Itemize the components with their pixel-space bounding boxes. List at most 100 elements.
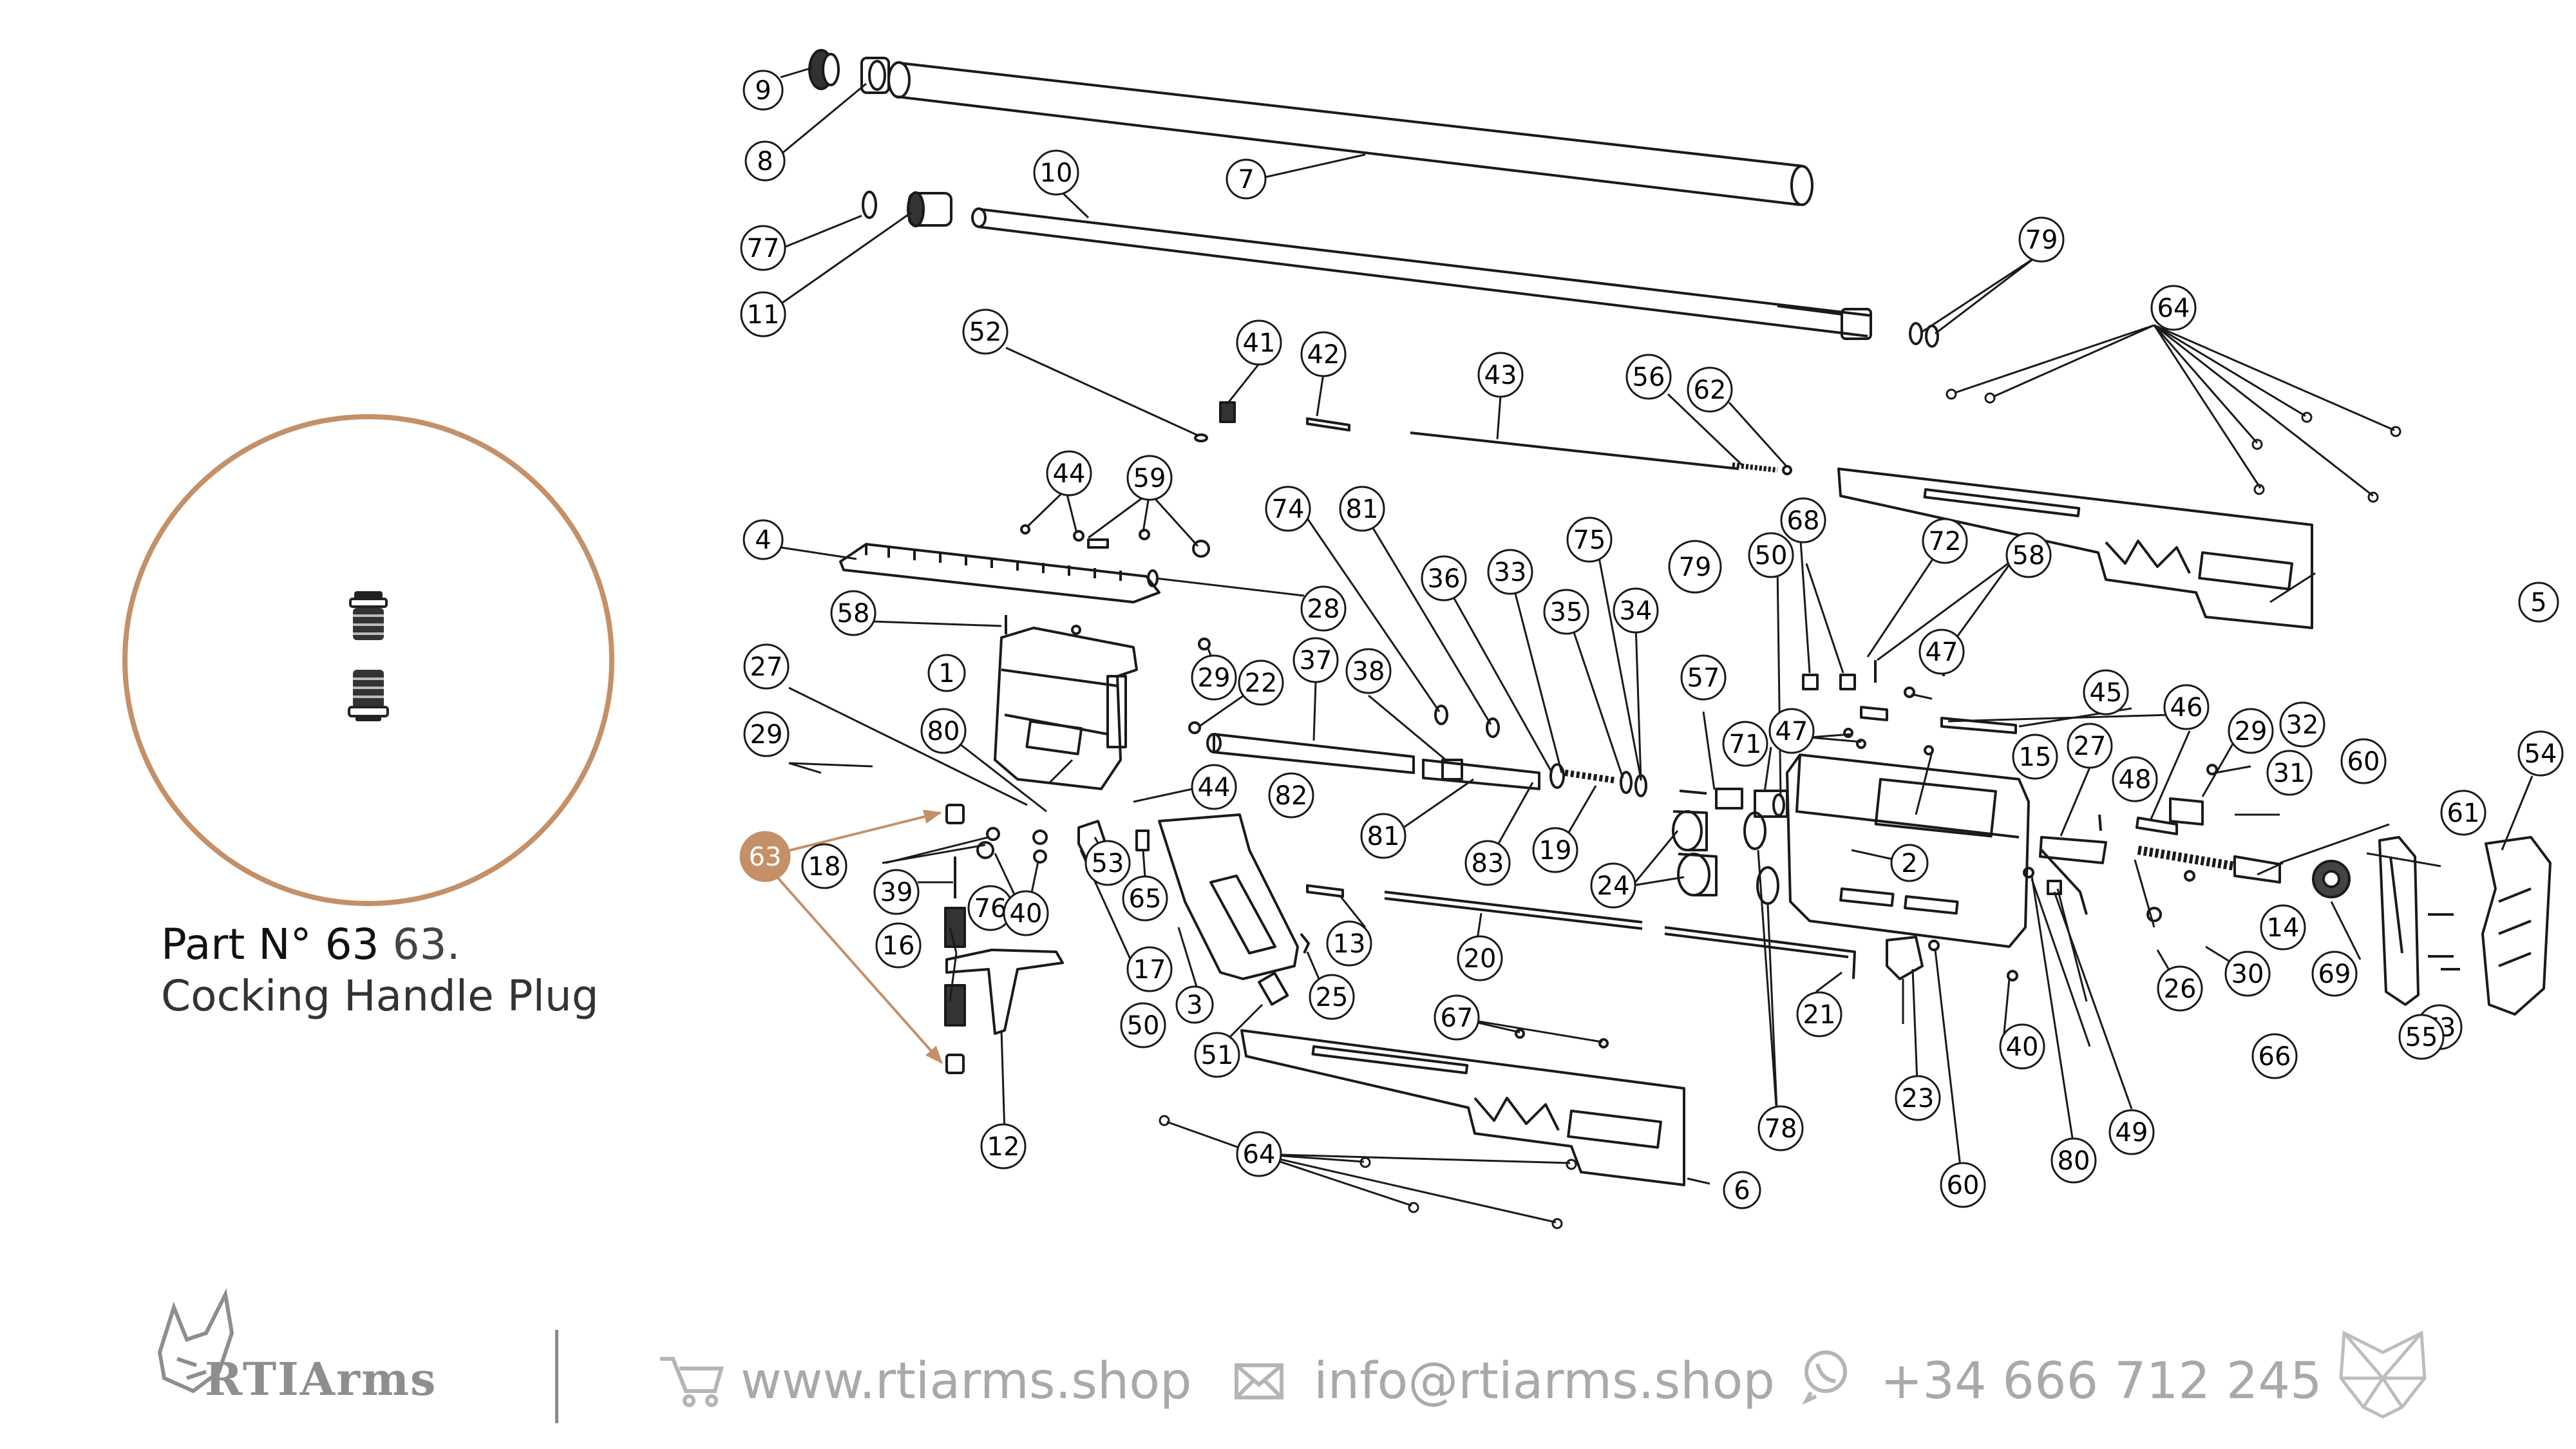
callout-71: 71 <box>1722 721 1768 767</box>
callouts: 9 8 7 10 77 11 52 41 42 43 56 62 79 64 4… <box>739 70 2564 1209</box>
callout-81a-label: 81 <box>1346 495 1379 524</box>
part-77-oring <box>862 191 877 219</box>
callout-79a-label: 79 <box>2025 225 2058 255</box>
callout-79b-label: 79 <box>1679 553 1712 582</box>
callout-29c: 29 <box>743 711 790 757</box>
callout-1: 1 <box>927 654 966 692</box>
callout-32-label: 32 <box>2286 710 2319 740</box>
callout-5: 5 <box>2518 582 2559 623</box>
callout-11: 11 <box>740 291 786 337</box>
callout-14: 14 <box>2260 904 2306 951</box>
callout-62-label: 62 <box>1694 375 1727 405</box>
callout-44b: 44 <box>1191 764 1237 810</box>
callout-43: 43 <box>1477 352 1524 398</box>
callout-82-label: 82 <box>1275 781 1308 811</box>
callout-14-label: 14 <box>2267 913 2300 943</box>
footer-divider <box>555 1330 558 1423</box>
callout-22-label: 22 <box>1245 668 1278 698</box>
part-9-cap <box>808 49 840 90</box>
callout-18: 18 <box>801 843 848 889</box>
brand-name: RTIArms <box>205 1352 437 1406</box>
callout-19: 19 <box>1532 827 1578 873</box>
callout-8-label: 8 <box>757 147 773 176</box>
part-11-nut <box>907 191 952 227</box>
callout-29a: 29 <box>1191 654 1237 701</box>
part-7-shroud <box>887 61 1814 206</box>
part-3-grip <box>1158 813 1299 980</box>
callout-63-label: 63 <box>749 842 782 872</box>
callout-78-label: 78 <box>1765 1114 1797 1144</box>
callout-55-label: 55 <box>2405 1023 2438 1052</box>
wolf-logo-icon <box>2339 1331 2427 1419</box>
callout-36-label: 36 <box>1428 564 1461 594</box>
callout-7: 7 <box>1226 158 1267 200</box>
callout-50a-label: 50 <box>1755 541 1788 571</box>
callout-30: 30 <box>2224 951 2271 997</box>
callout-77-label: 77 <box>747 234 780 263</box>
part-8-bushing <box>860 57 890 94</box>
phone-link[interactable]: +34 666 712 245 <box>1880 1352 2322 1410</box>
callout-52: 52 <box>962 308 1009 355</box>
callout-62: 62 <box>1687 366 1733 413</box>
callout-47b-label: 47 <box>1776 717 1808 746</box>
callout-53: 53 <box>1084 840 1131 886</box>
callout-2-label: 2 <box>1901 849 1917 878</box>
callout-80a-label: 80 <box>927 717 960 746</box>
lynx-logo-icon <box>157 1288 234 1394</box>
callout-10-label: 10 <box>1040 158 1073 188</box>
callout-34: 34 <box>1613 587 1659 634</box>
callout-13-label: 13 <box>1333 929 1366 959</box>
part-drawings <box>808 49 2552 1229</box>
callout-61: 61 <box>2440 790 2486 836</box>
callout-36: 36 <box>1421 555 1467 601</box>
callout-4: 4 <box>743 519 784 560</box>
callout-82: 82 <box>1268 772 1314 819</box>
callout-28-label: 28 <box>1307 594 1340 624</box>
callout-74-label: 74 <box>1272 495 1305 524</box>
callout-64a-label: 64 <box>2157 294 2190 323</box>
callout-42-label: 42 <box>1307 340 1340 370</box>
callout-47a: 47 <box>1918 629 1965 675</box>
callout-6-label: 6 <box>1734 1176 1750 1206</box>
callout-74: 74 <box>1265 486 1311 532</box>
callout-22: 22 <box>1238 659 1284 706</box>
email-link[interactable]: info@rtiarms.shop <box>1314 1352 1775 1410</box>
callout-58a-label: 58 <box>837 599 870 629</box>
callout-45-label: 45 <box>2090 678 2123 708</box>
callout-44a-label: 44 <box>1053 459 1086 489</box>
callout-29a-label: 29 <box>1198 663 1231 693</box>
callout-46: 46 <box>2163 684 2210 730</box>
website-link[interactable]: www.rtiarms.shop <box>741 1352 1192 1410</box>
callout-43-label: 43 <box>1484 361 1517 390</box>
callout-83-label: 83 <box>1472 849 1504 878</box>
callout-28: 28 <box>1300 585 1347 632</box>
callout-60a: 60 <box>2340 738 2387 784</box>
callout-13: 13 <box>1326 920 1372 967</box>
part-number-suffix: 63. <box>392 920 460 969</box>
callout-1-label: 1 <box>938 659 954 688</box>
highlight-leaders <box>775 810 943 1065</box>
callout-80b: 80 <box>2050 1137 2097 1184</box>
callout-32: 32 <box>2279 701 2325 748</box>
callout-33-label: 33 <box>1494 558 1527 587</box>
callout-75-label: 75 <box>1573 526 1606 555</box>
callout-16-label: 16 <box>882 931 915 961</box>
callout-55: 55 <box>2398 1014 2445 1060</box>
part-2-body <box>1786 753 2030 948</box>
callout-10: 10 <box>1033 149 1079 196</box>
callout-64a: 64 <box>2150 285 2197 331</box>
callout-20-label: 20 <box>1464 944 1497 974</box>
whatsapp-icon <box>1802 1350 1847 1405</box>
callout-2: 2 <box>1890 844 1929 882</box>
callout-69-label: 69 <box>2318 960 2351 989</box>
callout-57-label: 57 <box>1687 663 1720 693</box>
part-number: Part N° 63 <box>161 920 379 969</box>
part-6-side-plate <box>1240 1029 1685 1186</box>
callout-17-label: 17 <box>1133 955 1166 985</box>
callout-5-label: 5 <box>2530 588 2546 618</box>
envelope-icon <box>1235 1363 1283 1399</box>
callout-81b: 81 <box>1360 813 1406 859</box>
callout-79b: 79 <box>1668 540 1722 594</box>
callout-51: 51 <box>1194 1032 1240 1078</box>
